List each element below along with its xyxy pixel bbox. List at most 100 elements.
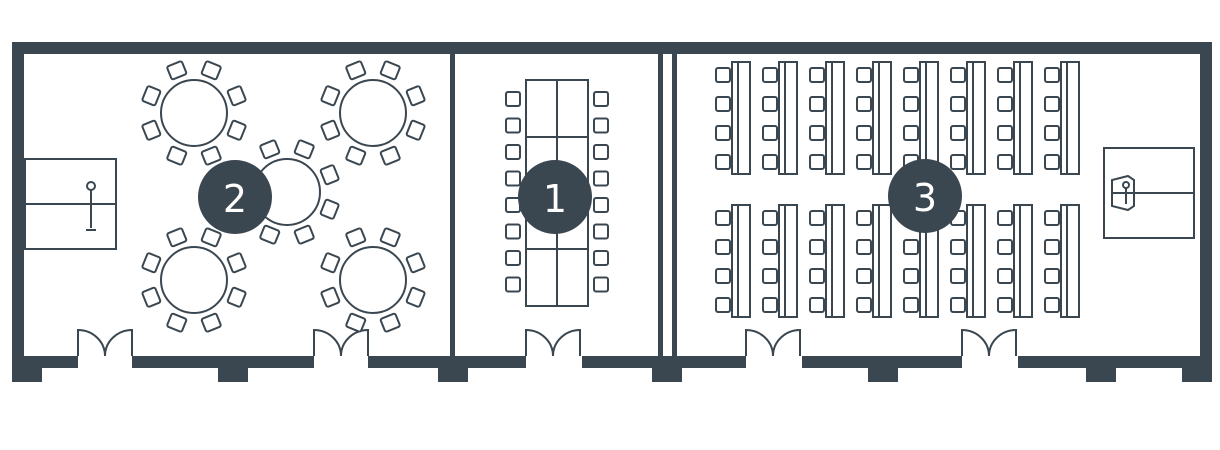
- chair-icon: [505, 250, 521, 266]
- chair-icon: [903, 96, 919, 112]
- chair-icon: [200, 145, 222, 166]
- stage-left: [24, 158, 117, 250]
- chair-icon: [1044, 125, 1060, 141]
- chair-icon: [319, 164, 340, 186]
- chair-icon: [762, 210, 778, 226]
- chair-icon: [200, 60, 222, 81]
- chair-icon: [762, 67, 778, 83]
- classroom-table: [715, 61, 751, 175]
- chair-icon: [715, 239, 731, 255]
- chair-icon: [1044, 239, 1060, 255]
- door-icon: [77, 328, 133, 357]
- chair-icon: [997, 268, 1013, 284]
- chair-icon: [950, 67, 966, 83]
- stage-right: [1103, 147, 1195, 239]
- room-3: [715, 61, 1195, 318]
- chair-icon: [293, 224, 315, 245]
- chair-icon: [762, 239, 778, 255]
- chair-icon: [166, 60, 188, 81]
- chair-icon: [809, 67, 825, 83]
- chair-icon: [345, 312, 367, 333]
- chair-icon: [320, 85, 341, 107]
- chair-icon: [856, 154, 872, 170]
- chair-icon: [856, 297, 872, 313]
- round-table-icon: [320, 60, 426, 166]
- chair-icon: [762, 268, 778, 284]
- chair-icon: [320, 286, 341, 308]
- classroom-table: [997, 204, 1033, 318]
- chair-icon: [950, 96, 966, 112]
- chair-icon: [762, 154, 778, 170]
- chair-icon: [903, 297, 919, 313]
- chair-icon: [1044, 210, 1060, 226]
- chair-icon: [997, 154, 1013, 170]
- chair-icon: [405, 286, 426, 308]
- chair-icon: [856, 67, 872, 83]
- chair-icon: [320, 119, 341, 141]
- chair-icon: [762, 297, 778, 313]
- chair-icon: [950, 125, 966, 141]
- chair-icon: [319, 198, 340, 220]
- chair-icon: [166, 312, 188, 333]
- partition-walls: [450, 54, 677, 356]
- chair-icon: [997, 297, 1013, 313]
- chair-icon: [856, 268, 872, 284]
- chair-icon: [809, 154, 825, 170]
- classroom-tables: [715, 61, 1080, 318]
- chair-icon: [809, 96, 825, 112]
- chair-icon: [226, 286, 247, 308]
- chair-icon: [809, 239, 825, 255]
- classroom-table: [950, 204, 986, 318]
- classroom-table: [762, 204, 798, 318]
- chair-icon: [715, 268, 731, 284]
- classroom-table: [1044, 61, 1080, 175]
- classroom-table: [762, 61, 798, 175]
- chair-icon: [226, 119, 247, 141]
- chair-icon: [593, 117, 609, 134]
- chair-icon: [379, 60, 401, 81]
- chair-icon: [809, 297, 825, 313]
- chair-icon: [856, 239, 872, 255]
- classroom-table: [1044, 204, 1080, 318]
- chair-icon: [593, 91, 609, 107]
- chair-icon: [141, 119, 162, 141]
- chair-icon: [593, 250, 609, 266]
- chair-icon: [997, 67, 1013, 83]
- chair-icon: [226, 85, 247, 107]
- chair-icon: [997, 210, 1013, 226]
- chair-icon: [166, 227, 188, 248]
- chair-icon: [762, 96, 778, 112]
- chair-icon: [715, 154, 731, 170]
- chair-icon: [505, 223, 521, 240]
- chair-icon: [166, 145, 188, 166]
- chair-icon: [997, 239, 1013, 255]
- classroom-table: [856, 204, 892, 318]
- chair-icon: [903, 268, 919, 284]
- chair-icon: [1044, 67, 1060, 83]
- chair-icon: [505, 197, 521, 213]
- round-table-icon: [141, 227, 247, 333]
- podium-icon: [86, 181, 96, 231]
- chair-icon: [856, 210, 872, 226]
- room-number-2: 2: [223, 177, 247, 221]
- chair-icon: [903, 67, 919, 83]
- chair-icon: [226, 252, 247, 274]
- room-badge-3: 3: [888, 159, 962, 233]
- classroom-table: [715, 204, 751, 318]
- classroom-table: [950, 61, 986, 175]
- chair-icon: [259, 139, 281, 160]
- chair-icon: [715, 96, 731, 112]
- chair-icon: [405, 119, 426, 141]
- chair-icon: [997, 96, 1013, 112]
- door-icon: [525, 328, 581, 357]
- chair-icon: [259, 224, 281, 245]
- chair-icon: [345, 60, 367, 81]
- chair-icon: [593, 170, 609, 187]
- chair-icon: [379, 227, 401, 248]
- chair-icon: [379, 312, 401, 333]
- classroom-table: [809, 61, 845, 175]
- chair-icon: [141, 286, 162, 308]
- chair-icon: [379, 145, 401, 166]
- chair-icon: [715, 210, 731, 226]
